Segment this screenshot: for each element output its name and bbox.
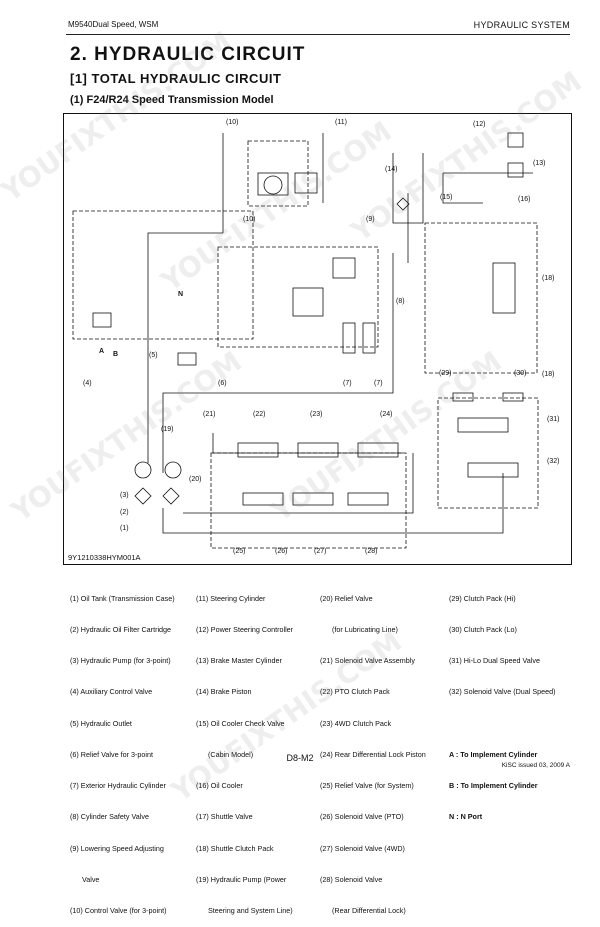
- header-rule: [66, 34, 570, 35]
- legend-item: (31) Hi-Lo Dual Speed Valve: [449, 656, 540, 666]
- callout-9: (9): [366, 216, 375, 223]
- legend-item: (30) Clutch Pack (Lo): [449, 625, 517, 635]
- legend-item: (23) 4WD Clutch Pack: [320, 718, 392, 728]
- legend-item: (20) Relief Valve: [320, 593, 373, 603]
- legend-item: Valve: [70, 874, 100, 884]
- legend-item: (14) Brake Piston: [196, 687, 252, 697]
- legend-item: Steering and System Line): [196, 906, 293, 915]
- page-number: D8-M2: [286, 753, 314, 763]
- callout-7a: (7): [343, 380, 352, 387]
- callout-1: (1): [120, 525, 129, 532]
- legend-item: (3) Hydraulic Pump (for 3-point): [70, 656, 171, 666]
- callout-11: (10): [226, 119, 238, 126]
- legend-item: (19) Hydraulic Pump (Power: [196, 874, 287, 884]
- legend-item: (16) Oil Cooler: [196, 781, 243, 791]
- callout-17: (16): [518, 196, 530, 203]
- callout-32: (32): [547, 458, 559, 465]
- legend-port-item: B : To Implement Cylinder: [449, 781, 538, 791]
- legend-item: (4) Auxiliary Control Valve: [70, 687, 153, 697]
- subsection-title: (1) F24/R24 Speed Transmission Model: [70, 94, 274, 106]
- port-a: A: [99, 348, 104, 355]
- legend-item: (1) Oil Tank (Transmission Case): [70, 593, 175, 603]
- legend-item: (25) Relief Valve (for System): [320, 781, 414, 791]
- legend-item: (7) Exterior Hydraulic Cylinder: [70, 781, 166, 791]
- callout-8: (8): [396, 298, 405, 305]
- callout-29: (29): [439, 370, 451, 377]
- callout-26: (26): [275, 548, 287, 555]
- callout-14: (13): [533, 160, 545, 167]
- callout-18a: (18): [542, 275, 554, 282]
- callout-16: (15): [440, 194, 452, 201]
- legend-item: (27) Solenoid Valve (4WD): [320, 843, 405, 853]
- callout-25: (25): [233, 548, 245, 555]
- callout-2: (2): [120, 509, 129, 516]
- legend-item: (28) Solenoid Valve: [320, 874, 383, 884]
- issue-note: KiSC issued 03, 2009 A: [501, 762, 570, 769]
- legend-item: (18) Shuttle Clutch Pack: [196, 843, 274, 853]
- callout-24: (24): [380, 411, 392, 418]
- callout-12: (11): [335, 119, 347, 126]
- port-b: B: [113, 351, 118, 358]
- legend-item: (29) Clutch Pack (Hi): [449, 593, 516, 603]
- callout-22: (22): [253, 411, 265, 418]
- callout-18b: (18): [542, 371, 554, 378]
- callout-3: (3): [120, 492, 129, 499]
- legend-item: (15) Oil Cooler Check Valve: [196, 718, 285, 728]
- callout-13: (12): [473, 121, 485, 128]
- legend-item: (for Lubricating Line): [320, 625, 398, 635]
- port-n: N: [178, 291, 183, 298]
- legend-item: (8) Cylinder Safety Valve: [70, 812, 149, 822]
- legend-item: (Cabin Model): [196, 749, 254, 759]
- callout-15: (14): [385, 166, 397, 173]
- legend-col-2: (11) Steering Cylinder (12) Power Steeri…: [196, 573, 293, 927]
- legend-port-item: A : To Implement Cylinder: [449, 749, 538, 759]
- section-title: [1] TOTAL HYDRAULIC CIRCUIT: [70, 71, 282, 86]
- callout-28: (28): [365, 548, 377, 555]
- legend-item: (11) Steering Cylinder: [196, 593, 266, 603]
- callout-5: (5): [149, 352, 158, 359]
- callout-4: (4): [83, 380, 92, 387]
- legend-item: (32) Solenoid Valve (Dual Speed): [449, 687, 556, 697]
- callout-27: (27): [314, 548, 326, 555]
- legend-item: (24) Rear Differential Lock Piston: [320, 749, 426, 759]
- header-model: M9540Dual Speed, WSM: [68, 20, 159, 29]
- legend-item: (12) Power Steering Controller: [196, 625, 294, 635]
- legend-col-4: (29) Clutch Pack (Hi) (30) Clutch Pack (…: [449, 573, 556, 833]
- callout-10: (10): [243, 216, 255, 223]
- callout-6: (6): [218, 380, 227, 387]
- legend-item: (9) Lowering Speed Adjusting: [70, 843, 164, 853]
- legend-item: (2) Hydraulic Oil Filter Cartridge: [70, 625, 172, 635]
- callout-23: (23): [310, 411, 322, 418]
- legend-item: (22) PTO Clutch Pack: [320, 687, 390, 697]
- legend-col-1: (1) Oil Tank (Transmission Case) (2) Hyd…: [70, 573, 175, 927]
- diagram-frame: [63, 113, 572, 565]
- callout-31: (31): [547, 416, 559, 423]
- legend-item: (21) Solenoid Valve Assembly: [320, 656, 415, 666]
- hydraulic-circuit-diagram: (10) (11) (12) (13) (14) (15) (16) (9) (…: [63, 113, 572, 565]
- callout-20: (20): [189, 476, 201, 483]
- legend-item: (5) Hydraulic Outlet: [70, 718, 132, 728]
- legend-item: (10) Control Valve (for 3-point): [70, 906, 167, 915]
- legend-item: (26) Solenoid Valve (PTO): [320, 812, 404, 822]
- header-section: HYDRAULIC SYSTEM: [473, 20, 570, 30]
- legend-item: (17) Shuttle Valve: [196, 812, 253, 822]
- legend-item: (Rear Differential Lock): [320, 906, 406, 915]
- legend-item: (6) Relief Valve for 3-point: [70, 749, 153, 759]
- legend-col-3: (20) Relief Valve (for Lubricating Line)…: [320, 573, 426, 927]
- callout-30: (30): [514, 370, 526, 377]
- callout-19: (19): [161, 426, 173, 433]
- callout-21: (21): [203, 411, 215, 418]
- page-title: 2. HYDRAULIC CIRCUIT: [70, 44, 306, 65]
- callout-7b: (7): [374, 380, 383, 387]
- legend-port-item: N : N Port: [449, 812, 483, 822]
- diagram-code: 9Y1210338HYM001A: [68, 553, 141, 562]
- legend-item: (13) Brake Master Cylinder: [196, 656, 282, 666]
